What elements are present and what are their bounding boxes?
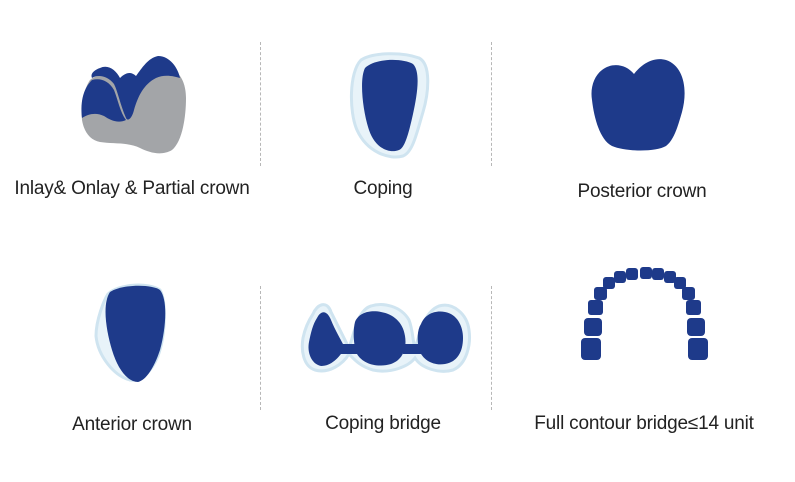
divider-top-right (491, 42, 492, 166)
coping-icon (349, 52, 430, 159)
anterior-crown-icon (94, 283, 166, 382)
divider-bottom-left (260, 286, 261, 410)
product-item-anterior-crown: Anterior crown (0, 240, 260, 470)
product-item-posterior-crown: Posterior crown (506, 0, 766, 230)
divider-bottom-right (491, 286, 492, 410)
product-item-coping-bridge: Coping bridge (253, 240, 513, 470)
caption-full-contour-bridge: Full contour bridge≤14 unit (534, 413, 754, 434)
divider-top-left (260, 42, 261, 166)
caption-anterior-crown: Anterior crown (72, 414, 192, 435)
coping-bridge-icon (300, 303, 471, 373)
full-contour-bridge-icon (581, 267, 708, 360)
inlay-onlay-partial-crown-icon (81, 56, 186, 154)
caption-coping-bridge: Coping bridge (325, 413, 441, 434)
caption-inlay-onlay: Inlay& Onlay & Partial crown (14, 178, 250, 199)
product-item-inlay-onlay: Inlay& Onlay & Partial crown (0, 0, 260, 230)
caption-posterior-crown: Posterior crown (577, 181, 707, 202)
product-item-coping: Coping (253, 0, 513, 230)
caption-coping: Coping (353, 178, 413, 199)
product-item-full-contour-bridge: Full contour bridge≤14 unit (506, 240, 766, 470)
posterior-crown-icon (591, 59, 685, 151)
